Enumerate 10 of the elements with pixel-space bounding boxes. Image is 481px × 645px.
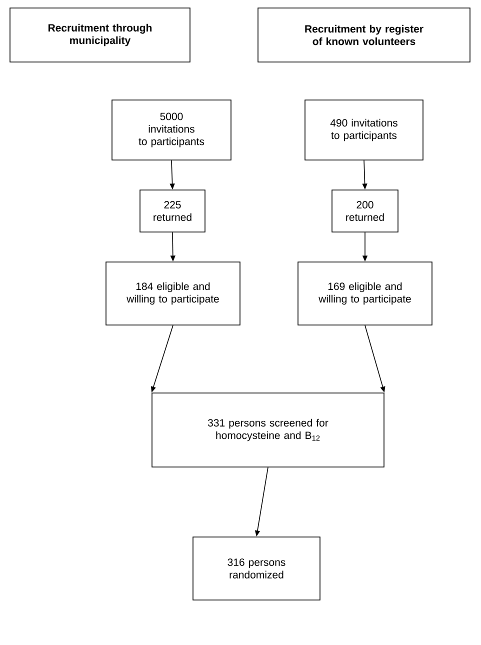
process-box: 200 returned bbox=[332, 190, 398, 232]
process-box: 184 eligible and willing to participate bbox=[106, 262, 240, 326]
process-box: 331 persons screened for homocysteine and B$_{12}$ bbox=[152, 392, 384, 468]
header-box: Recruitment by register of known volunteers bbox=[258, 8, 470, 62]
header-box: Recruitment through municipality bbox=[10, 8, 190, 62]
process-box: 225 returned bbox=[140, 190, 206, 232]
process-box: 316 persons randomized bbox=[192, 536, 320, 600]
process-box: 169 eligible and willing to participate bbox=[298, 262, 432, 326]
process-box: 5000 invitations to participants bbox=[112, 100, 232, 160]
process-box: 490 invitations to participants bbox=[304, 100, 424, 160]
